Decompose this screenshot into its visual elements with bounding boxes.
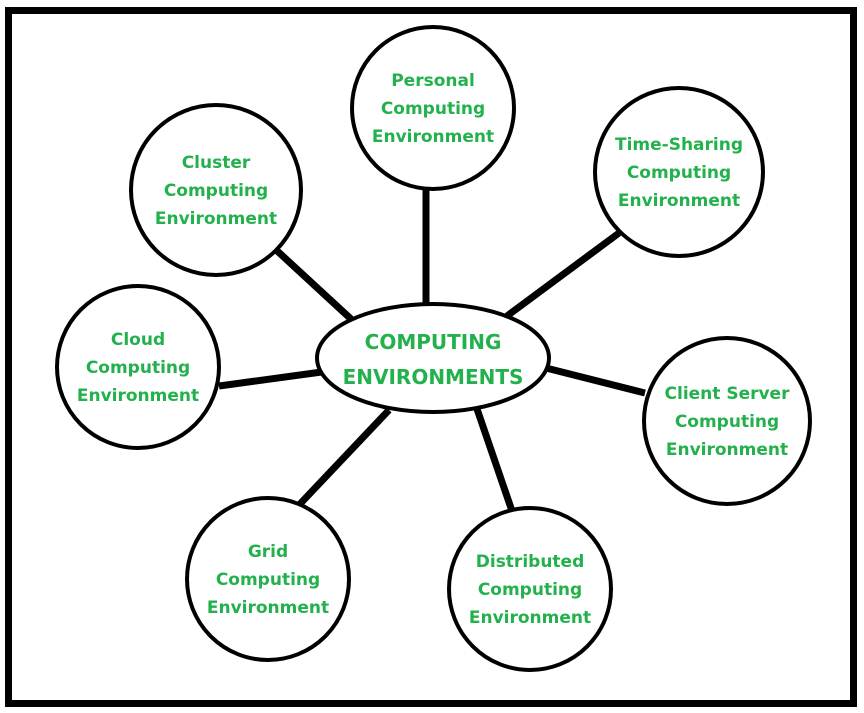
edge-center-to-distributed [472,404,516,513]
node-label-distributed-line-3: Environment [469,608,591,628]
node-circle-cluster [129,103,303,277]
node-label-distributed-line-1: Distributed [476,552,585,572]
node-label-cloud-line-3: Environment [77,386,199,406]
node-label-time-sharing-line-1: Time-Sharing [615,135,743,155]
node-label-personal-line-3: Environment [372,127,494,147]
node-circle-personal [350,25,516,191]
edge-center-to-cluster [271,245,354,322]
node-label-cluster-line-2: Computing [164,181,268,201]
center-ellipse [315,302,551,414]
center-node: COMPUTING ENVIRONMENTS [315,302,551,414]
node-label-grid-line-1: Grid [248,542,288,562]
edge-center-to-time-sharing [504,230,622,319]
edges [218,187,646,513]
node-label-client-server-line-1: Client Server [665,384,791,404]
node-circle-grid [185,496,351,662]
node-circle-distributed [447,506,613,672]
node-label-cluster-line-1: Cluster [182,153,251,173]
node-label-client-server-line-3: Environment [666,440,788,460]
node-label-time-sharing-line-3: Environment [618,191,740,211]
edge-center-to-client-server [545,364,646,397]
center-label-line-1: COMPUTING [365,330,502,354]
node-label-time-sharing-line-2: Computing [627,163,731,183]
node-label-grid-line-3: Environment [207,598,329,618]
diagram-frame [5,7,857,707]
node-label-client-server-line-2: Computing [675,412,779,432]
edge-center-to-grid [296,407,392,508]
node-label-distributed-line-2: Computing [478,580,582,600]
node-circle-client-server [642,336,812,506]
node-label-personal-line-1: Personal [391,71,475,91]
node-circle-cloud [55,284,221,450]
node-label-personal-line-2: Computing [381,99,485,119]
node-label-cloud-line-1: Cloud [111,330,165,350]
node-circle-time-sharing [593,86,765,258]
node-label-cloud-line-2: Computing [86,358,190,378]
node-label-grid-line-2: Computing [216,570,320,590]
edge-center-to-cloud [218,367,330,390]
center-label-line-2: ENVIRONMENTS [343,365,524,389]
node-label-cluster-line-3: Environment [155,209,277,229]
